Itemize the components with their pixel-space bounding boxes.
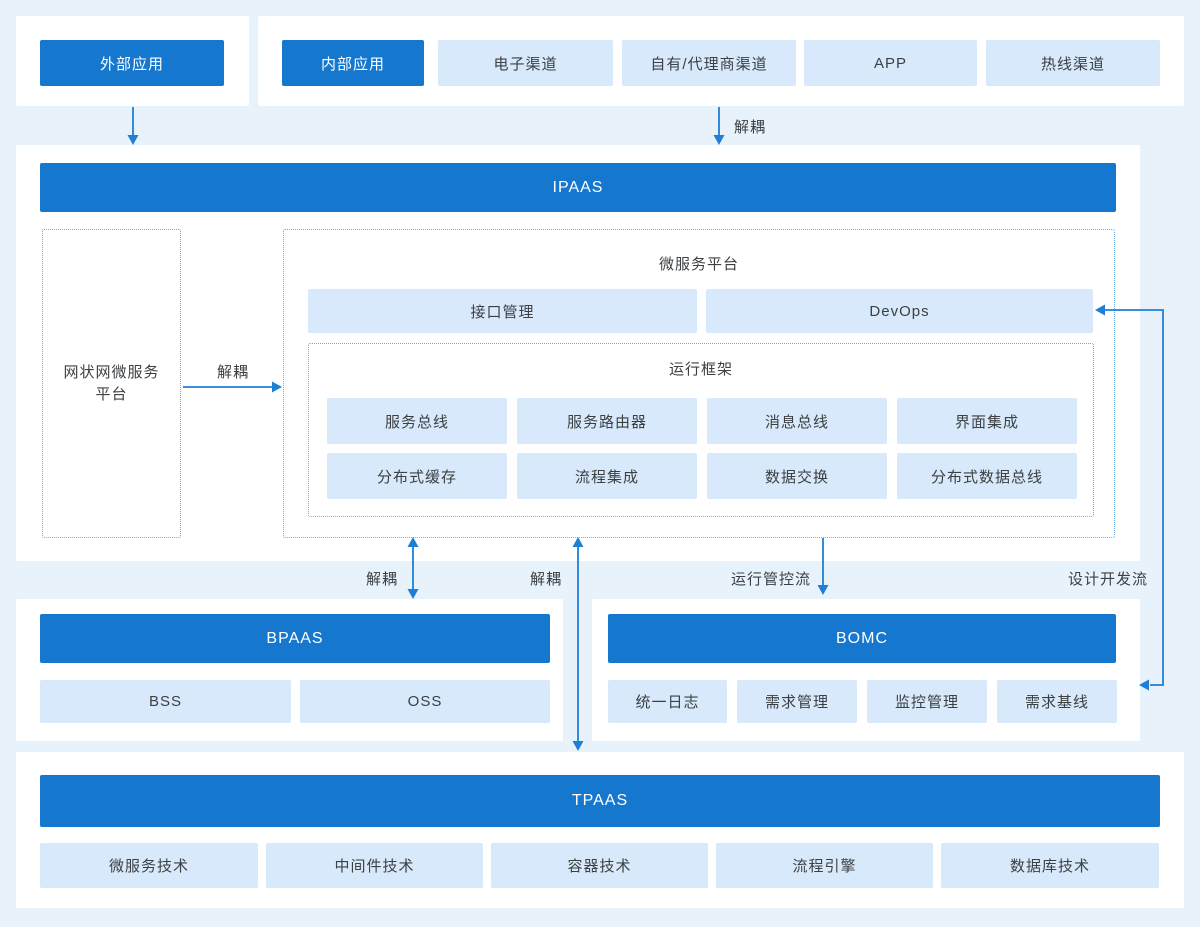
- runtime-box-service-router: 服务路由器: [517, 398, 697, 444]
- runtime-box-process-integration: 流程集成: [517, 453, 697, 499]
- mesh-platform-box: 网状网微服务 平台: [42, 229, 181, 538]
- runtime-box-distributed-data-bus: 分布式数据总线: [897, 453, 1077, 499]
- channels-panel: 内部应用 电子渠道 自有/代理商渠道 APP 热线渠道: [258, 16, 1184, 106]
- oss-box: OSS: [300, 680, 550, 723]
- tech-box-database: 数据库技术: [941, 843, 1159, 888]
- channel-box-hotline: 热线渠道: [986, 40, 1160, 86]
- requirement-mgmt-box: 需求管理: [737, 680, 857, 723]
- tech-box-middleware: 中间件技术: [266, 843, 483, 888]
- tech-box-container: 容器技术: [491, 843, 708, 888]
- arrow-decouple-tpaas: [572, 537, 584, 751]
- api-management-box: 接口管理: [308, 289, 697, 333]
- runtime-box-service-bus: 服务总线: [327, 398, 507, 444]
- runtime-box-data-exchange: 数据交换: [707, 453, 887, 499]
- runtime-box-ui-integration: 界面集成: [897, 398, 1077, 444]
- microservice-platform-title: 微服务平台: [658, 256, 739, 273]
- channel-box-owned-agent: 自有/代理商渠道: [622, 40, 796, 86]
- external-apps-box: 外部应用: [40, 40, 224, 86]
- tech-box-microservice: 微服务技术: [40, 843, 258, 888]
- unified-log-box: 统一日志: [608, 680, 727, 723]
- runtime-framework-title: 运行框架: [668, 361, 733, 378]
- channel-box-electronic: 电子渠道: [438, 40, 613, 86]
- decouple-label-mesh: 解耦: [217, 364, 250, 381]
- mesh-platform-label-line1: 网状网微服务: [63, 363, 160, 381]
- bss-box: BSS: [40, 680, 291, 723]
- decouple-label-bpaas: 解耦: [366, 571, 399, 588]
- requirement-baseline-box: 需求基线: [997, 680, 1117, 723]
- microservice-platform-box: 微服务平台 接口管理 DevOps 运行框架 服务总线 服务路由器 消息总线 界…: [283, 229, 1115, 538]
- runtime-framework-box: 运行框架 服务总线 服务路由器 消息总线 界面集成 分布式缓存 流程集成 数据交…: [308, 343, 1094, 517]
- bpaas-banner: BPAAS: [40, 614, 550, 663]
- decouple-label-top: 解耦: [734, 119, 767, 136]
- runtime-box-distributed-cache: 分布式缓存: [327, 453, 507, 499]
- runtime-box-message-bus: 消息总线: [707, 398, 887, 444]
- monitor-mgmt-box: 监控管理: [867, 680, 987, 723]
- mesh-platform-label: 网状网微服务 平台: [43, 230, 180, 537]
- bpaas-panel: BPAAS BSS OSS: [16, 599, 563, 741]
- bomc-panel: BOMC 统一日志 需求管理 监控管理 需求基线: [592, 599, 1140, 741]
- ipaas-banner: IPAAS: [40, 163, 1116, 212]
- devops-box: DevOps: [706, 289, 1093, 333]
- ipaas-panel: IPAAS 网状网微服务 平台 解耦 微服务平台 接口管理 DevOps 运行框…: [16, 145, 1140, 561]
- channel-box-app: APP: [804, 40, 977, 86]
- tpaas-banner: TPAAS: [40, 775, 1160, 827]
- runtime-control-flow-label: 运行管控流: [731, 571, 812, 588]
- external-apps-panel: 外部应用: [16, 16, 249, 106]
- bomc-banner: BOMC: [608, 614, 1116, 663]
- mesh-platform-label-line2: 平台: [95, 385, 128, 403]
- decouple-label-tpaas: 解耦: [530, 571, 563, 588]
- design-dev-flow-label: 设计开发流: [1068, 571, 1149, 588]
- tpaas-panel: TPAAS 微服务技术 中间件技术 容器技术 流程引擎 数据库技术: [16, 752, 1184, 908]
- arrow-channels-to-ipaas: [713, 107, 725, 145]
- internal-apps-box: 内部应用: [282, 40, 424, 86]
- tech-box-process-engine: 流程引擎: [716, 843, 933, 888]
- arrow-external-to-ipaas: [127, 107, 139, 145]
